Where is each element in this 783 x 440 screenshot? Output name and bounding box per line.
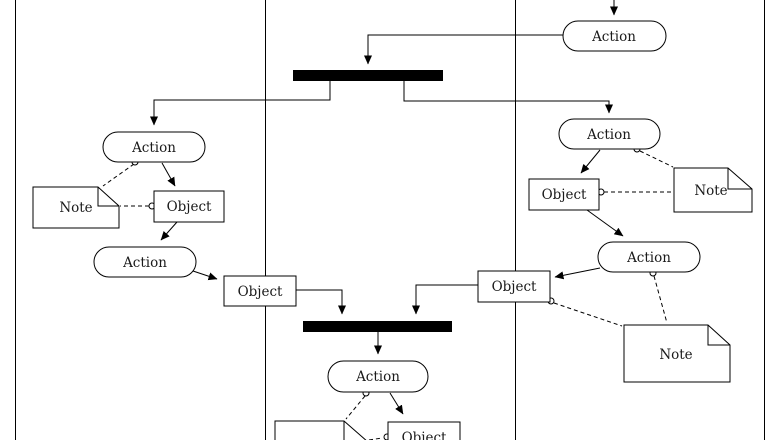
action-node: Action (327, 360, 429, 393)
object-label: Object (238, 284, 283, 300)
action-node: Action (558, 118, 661, 150)
flow-arrow-sync1-to-action-left-1 (150, 81, 331, 126)
note-link (653, 275, 668, 324)
flow-arrow-object-mid-right-to-sync2 (412, 284, 478, 315)
note-fold (343, 421, 345, 440)
note-fold (97, 187, 119, 207)
object-node: Object (153, 190, 225, 223)
flow-arrow-action-right-2-to-object-mid-right (554, 267, 601, 280)
flow-arrow-action-right-1-to-object-right-1 (580, 149, 601, 174)
object-label: Object (492, 279, 537, 295)
action-node: Action (93, 246, 197, 278)
object-label: Object (167, 199, 212, 215)
sync-bar-join (303, 321, 452, 332)
flow-arrow-object-left-2-to-sync2 (296, 289, 346, 315)
note-link (553, 302, 623, 327)
note-node: Note (32, 186, 120, 229)
action-node: Action (102, 131, 206, 163)
flow-arrow-action-top-right-to-sync1 (364, 34, 563, 65)
object-node: Object (387, 421, 461, 440)
action-node: Action (562, 20, 667, 52)
flow-arrow-action-bottom-to-object-bottom (389, 392, 404, 415)
note-node: Note (623, 324, 731, 383)
flow-arrow-action-left-1-to-object-left-1 (161, 162, 176, 187)
object-node: Object (528, 178, 600, 211)
object-label: Object (402, 430, 447, 440)
note-label: Note (694, 183, 727, 199)
note-label: Note (659, 347, 692, 363)
note-link (345, 395, 366, 420)
object-node: Object (223, 275, 297, 307)
note-label: Note (59, 200, 92, 216)
note-fold (727, 168, 752, 190)
note-fold (707, 325, 730, 346)
note-node: Note (673, 167, 753, 213)
action-label: Action (626, 250, 671, 266)
flow-arrow-object-right-1-to-action-right-2 (586, 209, 624, 237)
note-link (639, 150, 674, 168)
flow-arrow-object-left-1-to-action-left-2 (160, 221, 178, 241)
action-node: Action (597, 241, 701, 273)
object-label: Object (542, 187, 587, 203)
flow-arrow-sync1-to-action-right-1 (403, 81, 613, 114)
sync-bar-fork (293, 70, 443, 81)
action-label: Action (591, 29, 636, 45)
note-link (102, 163, 135, 187)
action-label: Action (586, 127, 631, 143)
action-label: Action (355, 369, 400, 385)
action-label: Action (131, 140, 176, 156)
object-node: Object (477, 270, 551, 303)
flow-arrow-action-left-2-to-object-left-2 (192, 270, 218, 281)
action-label: Action (122, 255, 167, 271)
note-node (274, 420, 367, 440)
